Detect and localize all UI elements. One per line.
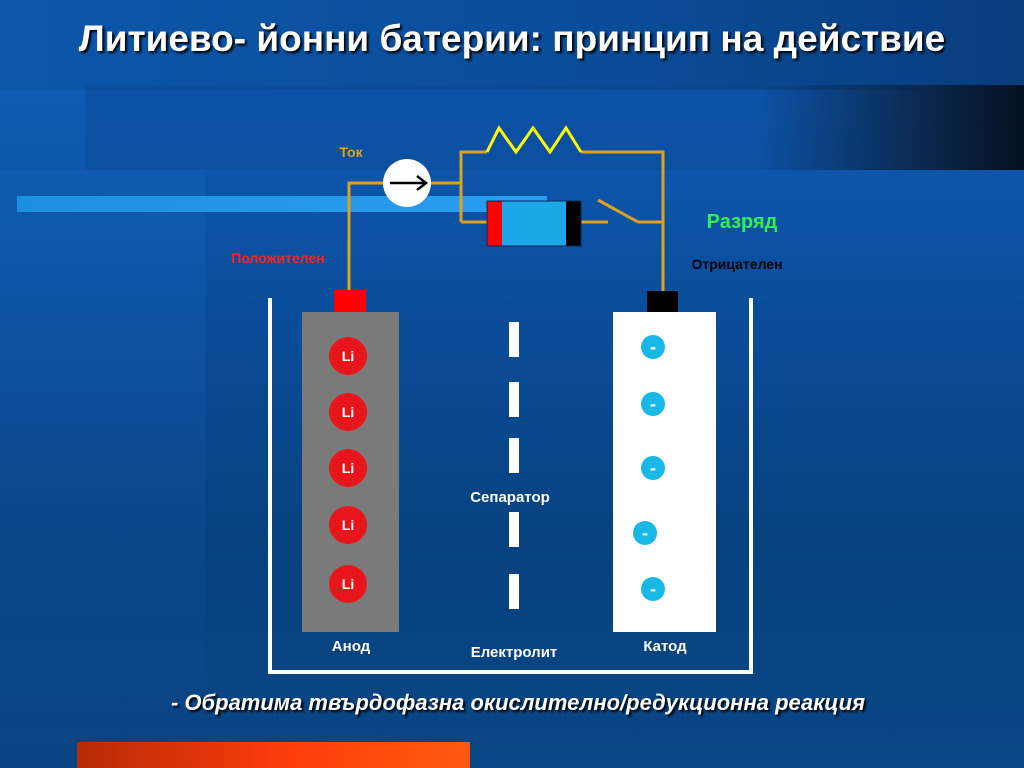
electron: - — [633, 521, 657, 545]
resistor — [485, 125, 583, 155]
separator — [509, 322, 519, 609]
negative-label: Отрицателен — [691, 256, 782, 272]
positive-terminal — [334, 290, 366, 312]
separator-label: Сепаратор — [470, 489, 550, 506]
li-ion-label: Li — [342, 460, 354, 476]
subtitle: - Обратима твърдофазна окислително/редук… — [170, 690, 866, 715]
background-left-column — [0, 170, 205, 768]
li-ion: Li — [329, 506, 367, 544]
separator-dash — [509, 438, 519, 473]
switch-lever — [597, 198, 639, 224]
cathode-electrode — [613, 312, 716, 632]
ammeter-arrow-icon — [383, 159, 431, 207]
electron-label: - — [650, 394, 656, 414]
cathode-label: Катод — [643, 638, 687, 655]
electron-label: - — [650, 458, 656, 478]
electron: - — [641, 392, 665, 416]
separator-dash — [509, 574, 519, 609]
li-ion: Li — [329, 565, 367, 603]
electron: - — [641, 456, 665, 480]
battery-icon — [486, 200, 582, 247]
li-ion: Li — [329, 393, 367, 431]
separator-dash — [509, 322, 519, 357]
li-ion-label: Li — [342, 517, 354, 533]
positive-label: Положителен — [231, 250, 324, 266]
electron-label: - — [650, 337, 656, 357]
electron-label: - — [650, 579, 656, 599]
li-ion-label: Li — [342, 348, 354, 364]
separator-dash — [509, 382, 519, 417]
wire-positive — [347, 181, 385, 290]
bottom-accent-bar — [77, 742, 470, 768]
li-ion: Li — [329, 337, 367, 375]
separator-dash — [509, 512, 519, 547]
anode-label: Анод — [332, 638, 371, 655]
wire-top-left — [459, 150, 487, 222]
background-header — [0, 0, 1024, 90]
li-ion-label: Li — [342, 576, 354, 592]
electrolyte-label: Електролит — [471, 644, 558, 661]
external-circuit — [347, 150, 665, 291]
background-dark-corner — [760, 85, 1024, 170]
electron: - — [641, 577, 665, 601]
slide-title: Литиево- йонни батерии: принцип на дейст… — [78, 18, 946, 59]
wire-top-right — [581, 150, 665, 291]
li-ion-label: Li — [342, 404, 354, 420]
electrolyte-container — [268, 298, 753, 674]
li-ion: Li — [329, 449, 367, 487]
electron: - — [641, 335, 665, 359]
mode-label: Разряд — [707, 211, 778, 233]
electron-label: - — [642, 523, 648, 543]
current-label: Ток — [339, 144, 363, 160]
negative-terminal — [647, 291, 678, 312]
